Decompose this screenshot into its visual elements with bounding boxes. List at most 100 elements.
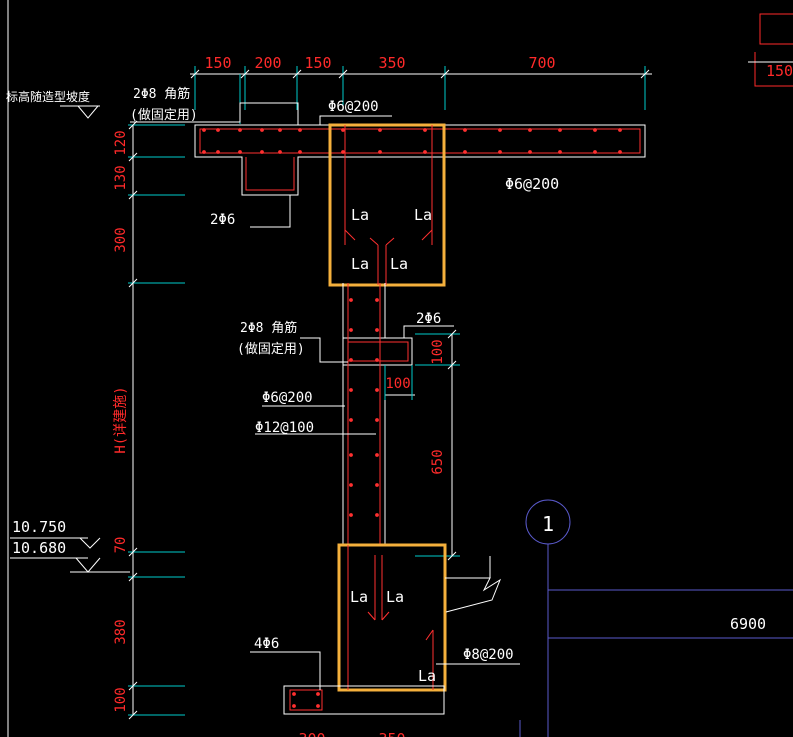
corner-box-value: 150 [766,62,793,80]
mid-corner-bars-label: 2Φ8 角筋 [240,320,297,336]
slab-dot-bot-5 [298,150,302,154]
top-stirrup-label: Φ6@200 [328,99,379,115]
slab-dot-top-12 [558,128,562,132]
left-dim-tick-4 [128,547,138,557]
slab-bar-label: Φ6@200 [505,175,559,193]
wall-dot-l-3 [349,388,353,392]
bottom-dim-300: 300 [298,730,325,737]
corner-box-lower [754,52,793,87]
anchor-label-1: La [351,206,369,224]
mid-lip-leader [403,325,454,338]
right-dim-tick-1 [447,360,457,370]
wall-dot-r-6 [375,483,379,487]
slab-dot-top-8 [423,128,427,132]
wall-dot-r-3 [375,388,379,392]
footing-dot-t-0 [292,692,296,696]
wall-dot-l-2 [349,358,353,362]
top-dim-tick-4 [440,69,450,79]
slab-dot-bot-2 [238,150,242,154]
corner-box-top [759,13,793,45]
slab-dot-bot-8 [423,150,427,154]
anchor-label-5: La [350,588,368,606]
left-dim-300: 300 [113,227,129,252]
top-dim-150a: 150 [204,54,231,72]
slab-rebar-loop [199,128,641,154]
top-dim-tick-3 [338,69,348,79]
right-dim-100-vertical: 100 [430,339,446,364]
anchor-label-3: La [351,255,369,273]
wall-dot-r-2 [375,358,379,362]
lower-hook-c2 [381,611,390,621]
wall-dot-l-5 [349,453,353,457]
slab-dot-top-9 [463,128,467,132]
slope-note: 标高随造型坡度 [6,89,90,104]
top-dim-tick-1 [240,69,250,79]
mid-lip-outline [343,337,413,366]
slope-symbol [77,105,99,119]
slab-dot-top-0 [202,128,206,132]
footing-outline [283,685,445,715]
top-dim-150b: 150 [304,54,331,72]
wall-dot-l-4 [349,418,353,422]
slab-dot-bot-12 [558,150,562,154]
upper-hook-r [421,229,433,241]
slab-dot-bot-10 [498,150,502,154]
slab-dot-top-14 [618,128,622,132]
lip-bars-leader [250,195,291,228]
anchor-label-7: La [418,667,436,685]
slab-dot-top-2 [238,128,242,132]
footing-rebar [289,689,323,711]
wall-dot-r-0 [375,298,379,302]
top-corner-leader [130,102,299,125]
mid-corner-bars-note: (做固定用) [237,342,305,357]
mid-lip-bars-label: 2Φ6 [416,311,441,327]
axis-bubble-label: 1 [542,512,554,536]
slab-dot-top-1 [216,128,220,132]
left-dim-tick-5 [128,572,138,582]
slab-dot-top-7 [378,128,382,132]
left-dim-70: 70 [113,537,129,554]
right-dim-tick-0 [447,329,457,339]
anchor-label-2: La [414,206,432,224]
axis-span-label: 6900 [730,615,766,633]
wall-dot-l-1 [349,328,353,332]
left-dim-height: H(详建施) [113,386,129,453]
bottom-bars-leader [250,651,321,690]
wall-stirrup-label: Φ6@200 [262,390,313,406]
upper-hook-l [344,229,356,241]
slab-dot-top-11 [528,128,532,132]
upper-hook-c1 [369,237,379,246]
lower-highlight-box [337,543,447,692]
mid-lip-rebar [348,341,409,362]
top-stirrup-leader [319,115,392,125]
top-corner-bars-note: (做固定用) [130,108,198,123]
slab-dot-bot-9 [463,150,467,154]
slab-dot-bot-11 [528,150,532,154]
mid-corner-leader [300,337,348,363]
footing-dot-b-0 [292,704,296,708]
wall-dot-r-5 [375,453,379,457]
wall-dot-l-7 [349,513,353,517]
bottom-dim-350: 350 [378,730,405,737]
slab-dot-bot-3 [260,150,264,154]
lower-hook-c1 [367,611,376,621]
slab-dot-bot-1 [216,150,220,154]
right-dim-tick-2 [447,551,457,561]
top-dim-700: 700 [528,54,555,72]
wall-vertical-label: Φ12@100 [255,420,314,436]
slab-dot-bot-4 [278,150,282,154]
top-dim-350: 350 [378,54,405,72]
elevation-10750: 10.750 [12,518,66,536]
left-dim-tick-3 [128,278,138,288]
left-dim-130: 130 [113,165,129,190]
slab-dot-bot-14 [618,150,622,154]
slab-dot-bot-6 [341,150,345,154]
footing-dot-t-1 [316,692,320,696]
slab-dot-top-4 [278,128,282,132]
left-dim-100: 100 [113,687,129,712]
top-dim-tick-5 [640,69,650,79]
slab-dot-top-3 [260,128,264,132]
bottom-bars-label: 4Φ6 [254,636,279,652]
wall-dot-r-1 [375,328,379,332]
lip-bars-label: 2Φ6 [210,212,235,228]
